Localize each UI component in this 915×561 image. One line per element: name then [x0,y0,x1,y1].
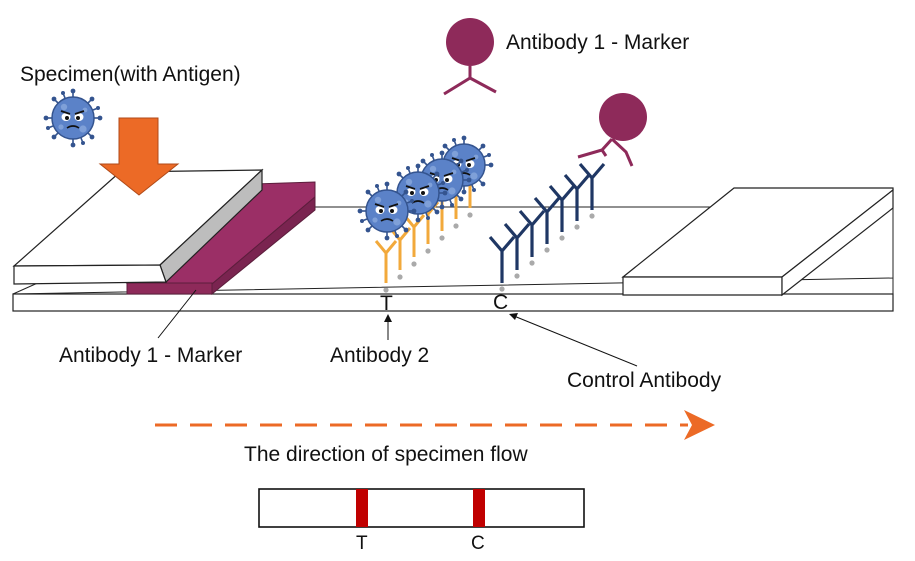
result-control-band [473,489,485,527]
sample-pad [12,168,264,285]
leader-arrow-control [509,313,638,367]
control-antibody-line [488,162,606,292]
result-test-label: T [356,533,368,554]
result-test-band [356,489,368,527]
strip-front-edge [12,293,894,312]
test-line-label: T [380,292,393,315]
down-arrow-icon [98,117,180,196]
specimen-label: Specimen(with Antigen) [20,63,241,86]
control-antibody-label: Control Antibody [567,369,722,392]
antibody-marker-icon [577,93,647,167]
antibody1-marker-legend-label: Antibody 1 - Marker [506,31,689,54]
result-window [258,488,585,528]
virus-icon [42,87,104,149]
absorbent-pad [621,187,894,297]
leader-line-antibody1 [157,289,197,339]
flow-direction-label: The direction of specimen flow [244,443,528,466]
antibody2-label: Antibody 2 [330,344,429,367]
antibody-marker-icon [443,18,497,96]
control-line-label: C [493,291,508,314]
result-control-label: C [471,533,485,554]
dashed-arrow-right-icon [155,410,715,440]
leader-arrow-antibody2 [384,314,392,340]
antibody2-test-line [374,164,482,293]
virus-icon [356,180,418,242]
antibody1-marker-label: Antibody 1 - Marker [59,344,242,367]
